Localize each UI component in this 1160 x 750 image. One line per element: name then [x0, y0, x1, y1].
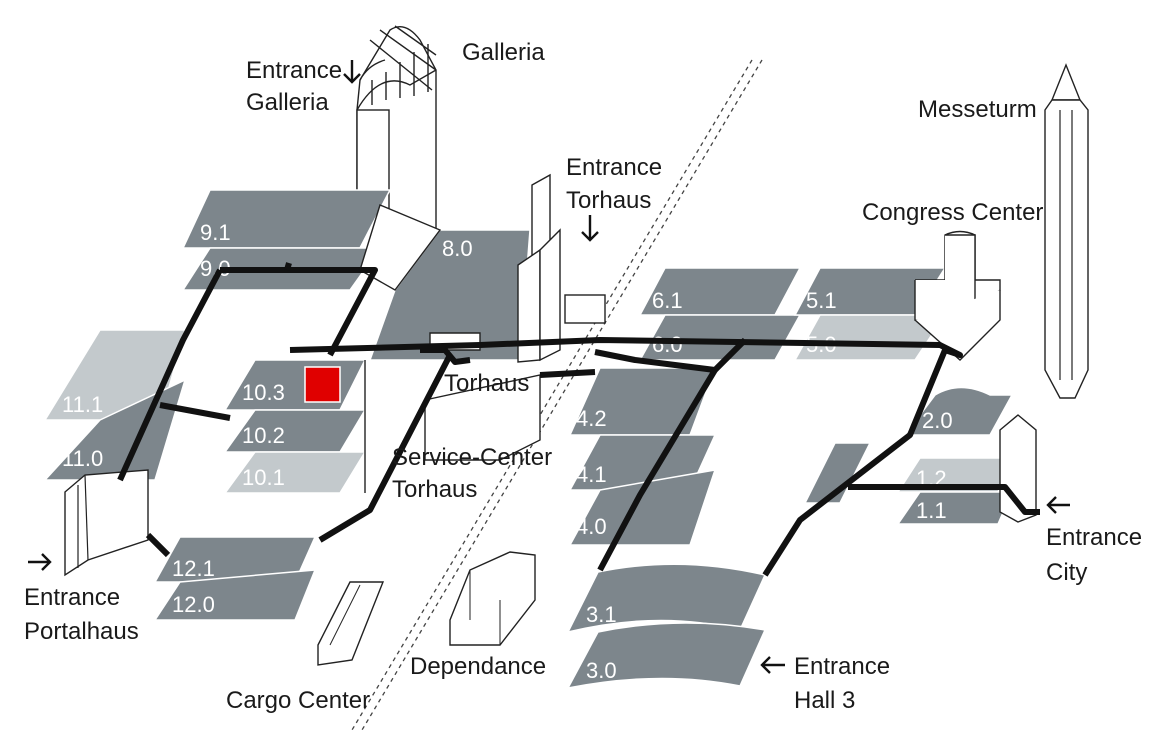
label-service-center-1: Service-Center: [392, 444, 552, 471]
torhaus-building: [424, 173, 606, 461]
label-entrance-hall3-2: Hall 3: [794, 687, 855, 714]
hall-label-9-1: 9.1: [200, 220, 231, 245]
label-entrance-city-2: City: [1046, 559, 1087, 586]
label-entrance-portalhaus-2: Portalhaus: [24, 618, 139, 645]
hall-label-6-0: 6.0: [652, 332, 683, 357]
label-dependance: Dependance: [410, 653, 546, 680]
hall-11[interactable]: 11.1 11.0: [43, 329, 187, 481]
congress-center-building: [914, 230, 1001, 361]
label-torhaus: Torhaus: [444, 370, 529, 397]
place-labels: Galleria Entrance Galleria Entrance Torh…: [24, 39, 1142, 714]
hall-label-3-0: 3.0: [586, 658, 617, 683]
hall-label-8-0: 8.0: [442, 236, 473, 261]
label-entrance-hall3-1: Entrance: [794, 653, 890, 680]
cargo-center-building: [317, 581, 385, 666]
hall-label-12-1: 12.1: [172, 556, 215, 581]
hall-3[interactable]: 3.1 3.0: [566, 563, 767, 690]
portalhaus-building: [64, 469, 149, 577]
hall-label-5-1: 5.1: [806, 288, 837, 313]
label-service-center-2: Torhaus: [392, 476, 477, 503]
label-entrance-galleria-2: Galleria: [246, 89, 329, 116]
hall-6[interactable]: 6.1 6.0: [638, 267, 802, 361]
label-galleria: Galleria: [462, 39, 545, 66]
hall-2[interactable]: 2.0: [903, 386, 1014, 436]
arrow-icon: [28, 60, 1070, 674]
hall-12[interactable]: 12.1 12.0: [153, 536, 317, 621]
messeturm-building: [1044, 63, 1089, 399]
label-entrance-torhaus-2: Torhaus: [566, 187, 651, 214]
dependance-building: [449, 551, 536, 646]
hall-8[interactable]: 8.0: [359, 204, 531, 361]
hall-label-11-0: 11.0: [62, 446, 103, 471]
hall-label-6-1: 6.1: [652, 288, 683, 313]
hall-label-11-1: 11.1: [62, 392, 103, 417]
hall-5[interactable]: 5.1 5.0: [793, 267, 947, 361]
hall-label-3-1: 3.1: [586, 602, 617, 627]
label-entrance-torhaus-1: Entrance: [566, 154, 662, 181]
hall-4[interactable]: 4.2 4.1 4.0: [568, 367, 717, 546]
label-congress-center: Congress Center: [862, 199, 1043, 226]
hall-label-10-3: 10.3: [242, 380, 285, 405]
hall-10[interactable]: 10.3 10.2 10.1: [223, 359, 367, 494]
hall-label-10-2: 10.2: [242, 423, 285, 448]
label-cargo-center: Cargo Center: [226, 687, 370, 714]
hall-label-4-0: 4.0: [576, 514, 607, 539]
location-marker-icon: [304, 366, 341, 403]
label-entrance-city-1: Entrance: [1046, 524, 1142, 551]
hall-label-12-0: 12.0: [172, 592, 215, 617]
walkways: [117, 262, 1040, 577]
hall-label-4-1: 4.1: [576, 462, 607, 487]
label-entrance-portalhaus-1: Entrance: [24, 584, 120, 611]
hall-label-4-2: 4.2: [576, 406, 607, 431]
label-entrance-galleria-1: Entrance: [246, 57, 342, 84]
hall-label-1-1: 1.1: [916, 498, 947, 523]
hall-label-2-0: 2.0: [922, 408, 953, 433]
hall-label-10-1: 10.1: [242, 465, 285, 490]
railway-lines: [351, 59, 763, 731]
label-messeturm: Messeturm: [918, 96, 1037, 123]
